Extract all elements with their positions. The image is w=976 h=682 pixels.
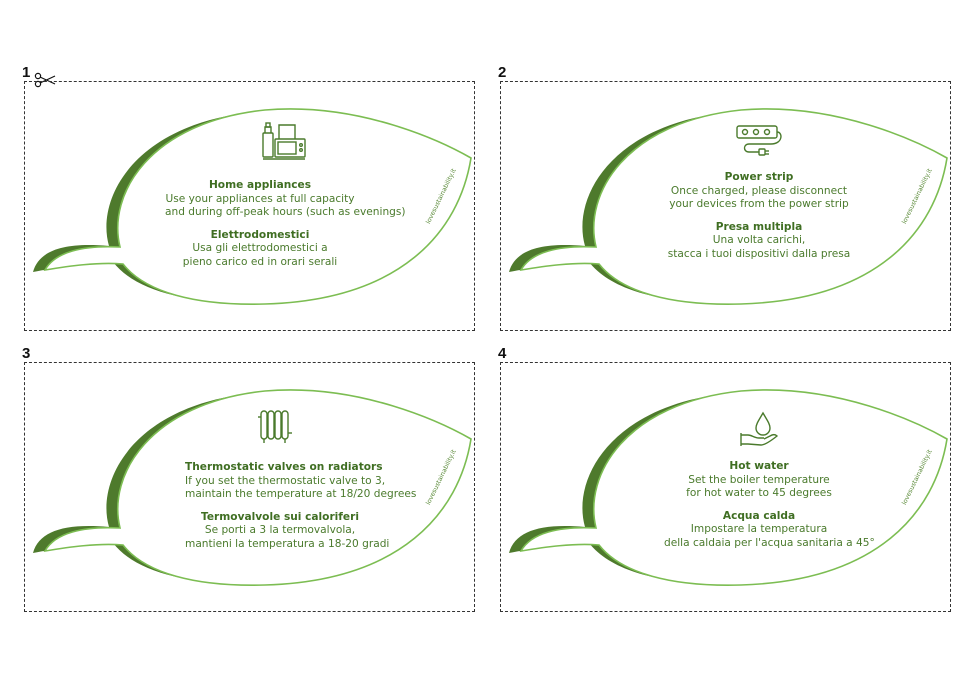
english-line-2: maintain the temperature at 18/20 degree… bbox=[185, 488, 417, 501]
card-hot-water: Hot water Set the boiler temperature for… bbox=[500, 362, 951, 612]
card-number-4: 4 bbox=[498, 345, 507, 362]
english-line-1: Set the boiler temperature bbox=[688, 473, 830, 486]
english-line-2: your devices from the power strip bbox=[669, 198, 849, 211]
radiator-icon bbox=[258, 410, 292, 443]
italian-line-2: mantieni la temperatura a 18-20 gradi bbox=[185, 537, 390, 550]
card-power-strip: Power strip Once charged, please disconn… bbox=[500, 81, 951, 331]
italian-line-1: Una volta carichi, bbox=[712, 234, 806, 247]
card-number-2: 2 bbox=[498, 64, 507, 81]
power-strip-icon bbox=[736, 125, 782, 156]
card-home-appliances: Home appliances Use your appliances at f… bbox=[24, 81, 475, 331]
english-title: Thermostatic valves on radiators bbox=[185, 461, 383, 473]
italian-title: Acqua calda bbox=[722, 509, 796, 522]
italian-line-1: Impostare la temperatura bbox=[690, 523, 828, 536]
english-line-1: Once charged, please disconnect bbox=[670, 184, 848, 197]
english-title: Home appliances bbox=[208, 179, 312, 191]
card-text: Thermostatic valves on radiators If you … bbox=[185, 461, 417, 552]
english-line-2: for hot water to 45 degrees bbox=[686, 487, 832, 500]
card-thermostatic-valves: Thermostatic valves on radiators If you … bbox=[24, 362, 475, 612]
card-text: Power strip Once charged, please disconn… bbox=[664, 171, 854, 262]
italian-line-2: pieno carico ed in orari serali bbox=[182, 255, 338, 268]
english-line-2: and during off-peak hours (such as eveni… bbox=[165, 206, 406, 219]
card-number-1: 1 bbox=[22, 64, 31, 81]
water-drop-hand-icon bbox=[740, 411, 779, 446]
card-text: Home appliances Use your appliances at f… bbox=[165, 179, 406, 270]
italian-line-1: Se porti a 3 la termovalvola, bbox=[204, 524, 356, 537]
card-text: Hot water Set the boiler temperature for… bbox=[664, 460, 875, 551]
english-line-1: Use your appliances at full capacity bbox=[165, 192, 355, 205]
italian-line-2: stacca i tuoi dispositivi dalla presa bbox=[667, 247, 851, 260]
english-title: Hot water bbox=[729, 460, 789, 472]
english-title: Power strip bbox=[724, 171, 794, 183]
italian-line-2: della caldaia per l'acqua sanitaria a 45… bbox=[664, 536, 875, 549]
italian-title: Termovalvole sui caloriferi bbox=[201, 510, 359, 523]
card-number-3: 3 bbox=[22, 345, 31, 362]
italian-line-1: Usa gli elettrodomestici a bbox=[192, 242, 328, 255]
english-line-1: If you set the thermostatic valve to 3, bbox=[185, 474, 386, 487]
italian-title: Elettrodomestici bbox=[210, 228, 310, 241]
italian-title: Presa multipla bbox=[715, 220, 803, 233]
kitchen-appliances-icon bbox=[262, 122, 306, 160]
